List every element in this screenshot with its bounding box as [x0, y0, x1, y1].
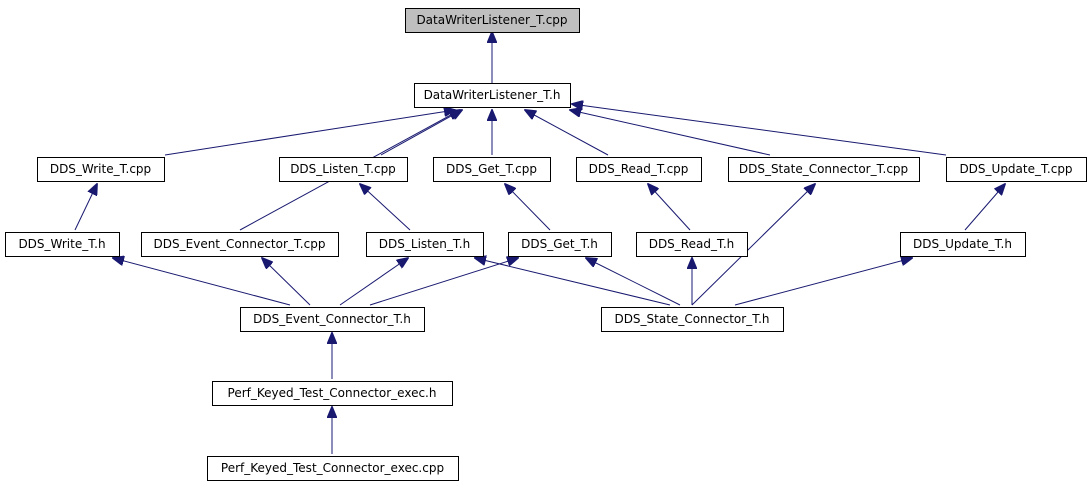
edge-dds-event-connector-t-h-to-dds-listen-t-h	[339, 258, 408, 306]
node-box	[366, 232, 484, 257]
node-label: DataWriterListener_T.h	[424, 88, 561, 102]
edge-dds-event-connector-t-h-to-dds-write-t-h	[113, 258, 291, 306]
node-box	[212, 381, 453, 406]
graph-node-dds-state-connector-t-cpp[interactable]: DDS_State_Connector_T.cpp	[728, 157, 920, 182]
edge-dds-state-connector-t-h-to-dds-listen-t-h	[475, 258, 671, 306]
edge-dds-event-connector-t-h-to-dds-get-t-h	[369, 258, 518, 306]
node-box	[141, 232, 339, 257]
node-label: DDS_Write_T.cpp	[50, 162, 151, 176]
edge-dds-read-t-cpp-to-datawriterlistener-t-h	[525, 110, 609, 156]
edge-dds-listen-t-h-to-dds-listen-t-cpp	[360, 184, 411, 231]
graph-node-perf-keyed-test-connector-exec-h[interactable]: Perf_Keyed_Test_Connector_exec.h	[212, 381, 453, 406]
edge-dds-state-connector-t-h-to-dds-get-t-h	[586, 258, 681, 306]
node-label: DDS_Listen_T.h	[379, 237, 470, 251]
graph-node-dds-write-t-cpp[interactable]: DDS_Write_T.cpp	[37, 157, 165, 182]
edge-dds-write-t-h-to-dds-write-t-cpp	[74, 184, 97, 231]
graph-node-dds-get-t-h[interactable]: DDS_Get_T.h	[508, 232, 612, 257]
node-box	[508, 232, 612, 257]
graph-node-dds-listen-t-cpp[interactable]: DDS_Listen_T.cpp	[279, 157, 408, 182]
edge-dds-listen-t-cpp-to-datawriterlistener-t-h	[380, 110, 462, 156]
node-box	[414, 83, 571, 108]
graph-node-datawriterlistener-t-h[interactable]: DataWriterListener_T.h	[414, 83, 571, 108]
graph-node-dds-get-t-cpp[interactable]: DDS_Get_T.cpp	[433, 157, 551, 182]
edge-dds-event-connector-t-h-to-dds-event-connector-t-cpp	[262, 258, 311, 306]
graph-node-dds-read-t-h[interactable]: DDS_Read_T.h	[636, 232, 748, 257]
node-label: DDS_Update_T.cpp	[959, 162, 1072, 176]
node-label: DDS_Listen_T.cpp	[290, 162, 396, 176]
node-box	[5, 232, 120, 257]
graph-node-dds-read-t-cpp[interactable]: DDS_Read_T.cpp	[576, 157, 702, 182]
node-box	[946, 157, 1087, 182]
edge-dds-write-t-cpp-to-datawriterlistener-t-h	[164, 110, 455, 156]
node-box	[433, 157, 551, 182]
node-label: DDS_State_Connector_T.h	[614, 312, 769, 326]
graph-node-dds-update-t-cpp[interactable]: DDS_Update_T.cpp	[946, 157, 1087, 182]
node-label: DDS_Update_T.h	[913, 237, 1012, 251]
node-label: DDS_Get_T.h	[521, 237, 598, 251]
node-box	[900, 232, 1026, 257]
node-label: DDS_Read_T.cpp	[589, 162, 689, 176]
node-box	[207, 456, 459, 481]
graph-node-perf-keyed-test-connector-exec-cpp[interactable]: Perf_Keyed_Test_Connector_exec.cpp	[207, 456, 459, 481]
graph-node-dds-listen-t-h[interactable]: DDS_Listen_T.h	[366, 232, 484, 257]
node-label: DDS_Get_T.cpp	[446, 162, 537, 176]
edge-dds-get-t-h-to-dds-get-t-cpp	[505, 184, 551, 231]
node-label: DDS_Event_Connector_T.h	[253, 312, 411, 326]
node-box	[240, 307, 425, 332]
node-box	[728, 157, 920, 182]
graph-node-dds-write-t-h[interactable]: DDS_Write_T.h	[5, 232, 120, 257]
edge-dds-read-t-h-to-dds-read-t-cpp	[648, 184, 691, 231]
node-box	[279, 157, 408, 182]
graph-node-datawriterlistener-t-cpp[interactable]: DataWriterListener_T.cpp	[405, 8, 580, 33]
node-label: DDS_State_Connector_T.cpp	[739, 162, 908, 176]
graph-node-dds-update-t-h[interactable]: DDS_Update_T.h	[900, 232, 1026, 257]
edge-dds-state-connector-t-cpp-to-datawriterlistener-t-h	[570, 110, 771, 156]
edge-dds-state-connector-t-h-to-dds-state-connector-t-cpp	[691, 184, 815, 306]
node-label: Perf_Keyed_Test_Connector_exec.h	[228, 386, 437, 400]
edges	[74, 32, 1005, 454]
node-label: DDS_Write_T.h	[18, 237, 105, 251]
edge-dds-update-t-cpp-to-datawriterlistener-t-h	[572, 104, 947, 156]
node-box	[636, 232, 748, 257]
node-box	[601, 307, 784, 332]
node-label: DataWriterListener_T.cpp	[416, 13, 567, 27]
node-box	[37, 157, 165, 182]
edge-dds-update-t-h-to-dds-update-t-cpp	[964, 184, 1005, 231]
node-label: Perf_Keyed_Test_Connector_exec.cpp	[221, 461, 444, 475]
node-box	[405, 8, 580, 33]
edge-dds-state-connector-t-h-to-dds-update-t-h	[734, 258, 912, 306]
nodes: DataWriterListener_T.cppDataWriterListen…	[5, 8, 1087, 481]
node-box	[576, 157, 702, 182]
graph-node-dds-state-connector-t-h[interactable]: DDS_State_Connector_T.h	[601, 307, 784, 332]
graph-node-dds-event-connector-t-h[interactable]: DDS_Event_Connector_T.h	[240, 307, 425, 332]
graph-node-dds-event-connector-t-cpp[interactable]: DDS_Event_Connector_T.cpp	[141, 232, 339, 257]
node-label: DDS_Event_Connector_T.cpp	[154, 237, 326, 251]
node-label: DDS_Read_T.h	[649, 237, 735, 251]
